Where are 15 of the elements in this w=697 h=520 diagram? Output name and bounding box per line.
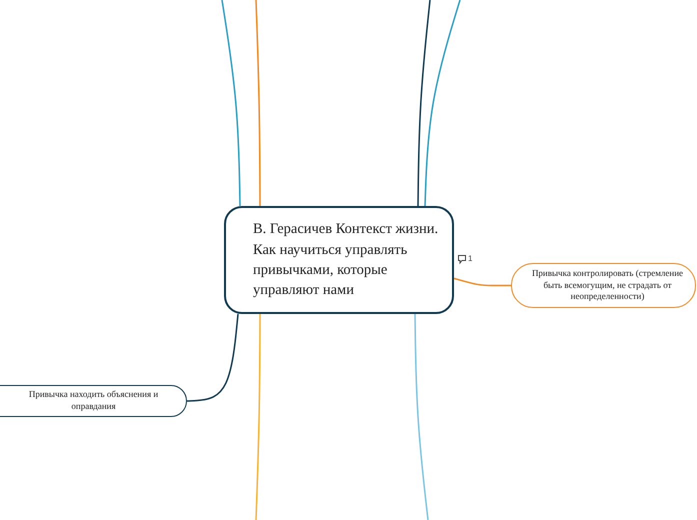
topic-text: Привычка контролировать (стремление быть всемогущим, не страдать от неопределенности) [530,268,684,304]
branch-line [454,278,511,286]
topic-text: Привычка находить объяснения и оправдания [28,389,160,413]
central-topic-box [224,206,454,314]
comment-count: 1 [468,254,472,263]
topic-box [0,385,187,417]
branch-line [255,0,261,206]
branch-line [424,0,461,206]
topic-title: В. Герасичев Контекст жизни. Как научиться управлять привычками, которые управляют нами [253,220,440,300]
branch-line [417,0,431,206]
branch-line [414,314,429,520]
topic-box [511,263,696,308]
branch-line [187,314,239,402]
branch-line [221,0,241,206]
branch-line [255,314,261,520]
